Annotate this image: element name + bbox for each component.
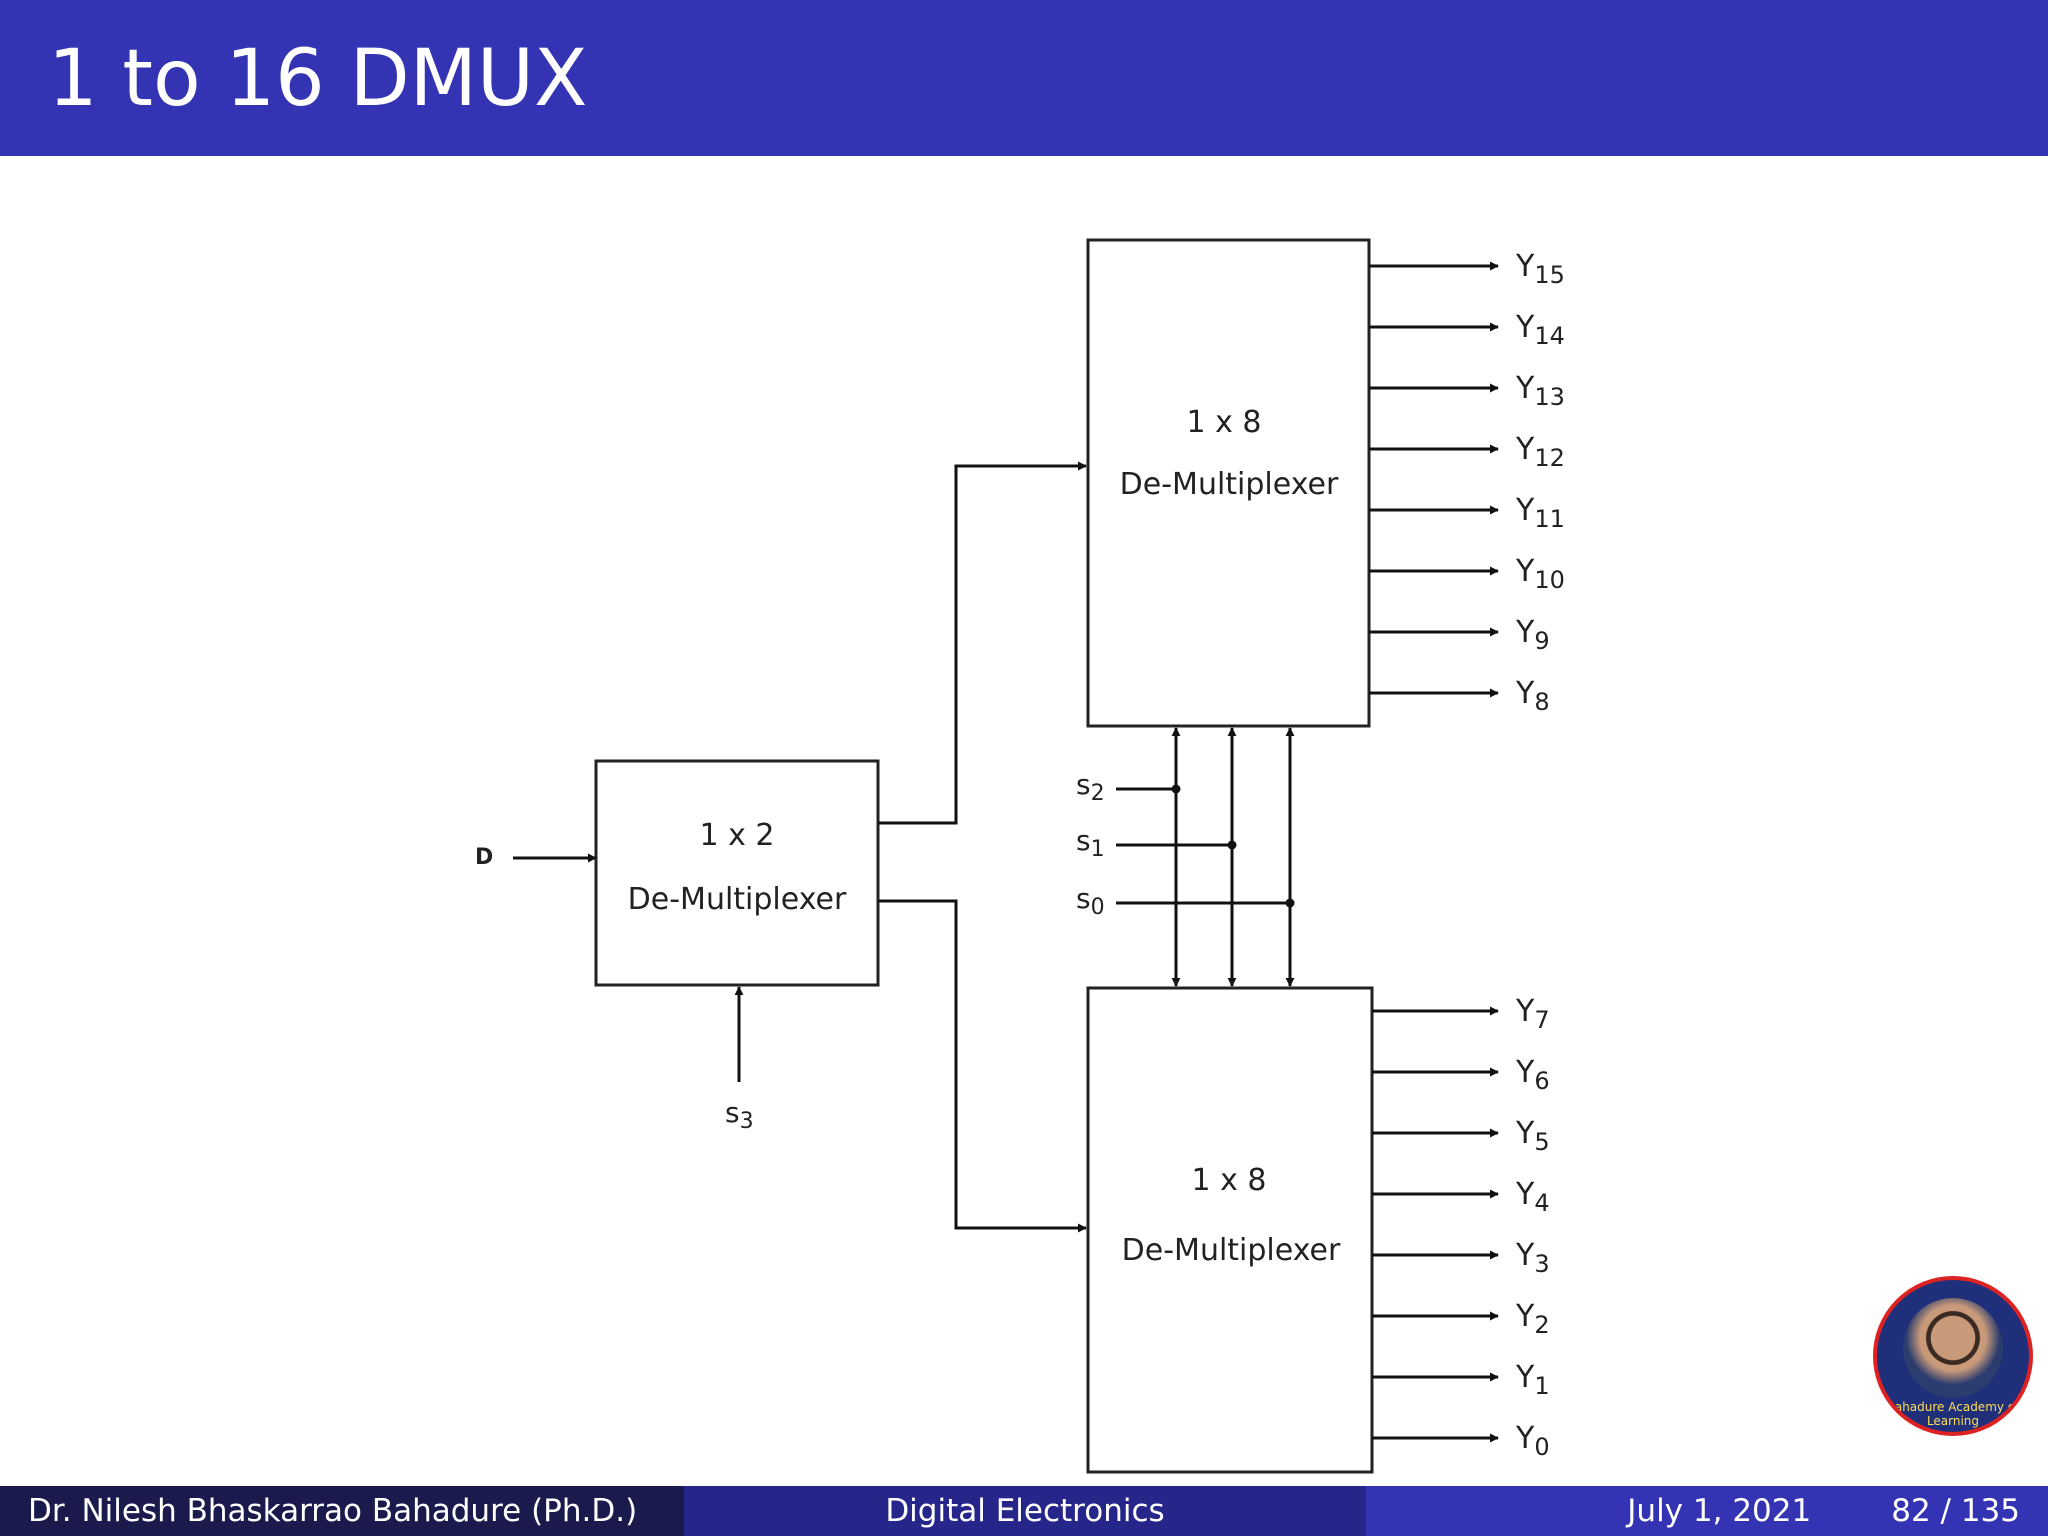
footer-right: July 1, 2021 82 / 135 (1366, 1486, 2048, 1536)
footer-date: July 1, 2021 (1627, 1493, 1812, 1529)
junction-s0 (1285, 898, 1295, 908)
output-label: Y4 (1515, 1177, 1550, 1217)
select-s0-label: s0 (1076, 882, 1105, 920)
output-label: Y2 (1515, 1299, 1550, 1339)
footer-bar: Dr. Nilesh Bhaskarrao Bahadure (Ph.D.) D… (0, 1486, 2048, 1536)
output-label: Y13 (1515, 371, 1565, 411)
junction-s1 (1227, 840, 1237, 850)
junction-s2 (1171, 784, 1181, 794)
select-s3-label: s3 (725, 1096, 754, 1134)
select-s1-label: s1 (1076, 824, 1105, 862)
input-d-label: D (475, 845, 493, 870)
select-s2-label: s2 (1076, 768, 1105, 806)
output-label: Y14 (1515, 310, 1565, 350)
output-label: Y9 (1515, 615, 1550, 655)
output-label: Y0 (1515, 1421, 1550, 1461)
output-label: Y10 (1515, 554, 1565, 594)
label-lower-line1: 1 x 8 (1192, 1163, 1267, 1198)
footer-page: 82 / 135 (1891, 1493, 2020, 1529)
wire-to-lower-demux (878, 899, 1087, 1233)
label-lower-line2: De-Multiplexer (1122, 1233, 1341, 1268)
presenter-photo (1903, 1298, 2003, 1398)
label-1x2-line2: De-Multiplexer (628, 882, 847, 917)
footer-author: Dr. Nilesh Bhaskarrao Bahadure (Ph.D.) (0, 1486, 684, 1536)
label-1x2-line1: 1 x 2 (700, 818, 775, 853)
output-label: Y7 (1515, 994, 1550, 1034)
slide-title: 1 to 16 DMUX (48, 34, 588, 124)
output-label: Y15 (1515, 249, 1565, 289)
output-label: Y5 (1515, 1116, 1550, 1156)
output-label: Y8 (1515, 676, 1550, 716)
academy-logo: Bahadure Academy of Learning (1873, 1276, 2033, 1436)
output-label: Y3 (1515, 1238, 1550, 1278)
footer-course: Digital Electronics (684, 1486, 1366, 1536)
output-label: Y12 (1515, 432, 1565, 472)
block-upper-1x8-demux (1086, 238, 1371, 728)
output-label: Y1 (1515, 1360, 1550, 1400)
output-label: Y6 (1515, 1055, 1550, 1095)
block-lower-1x8-demux (1086, 986, 1374, 1474)
label-upper-line1: 1 x 8 (1187, 405, 1262, 440)
wire-to-upper-demux (878, 461, 1087, 825)
block-1x2-demux (594, 759, 880, 987)
title-bar: 1 to 16 DMUX (0, 0, 2048, 156)
label-upper-line2: De-Multiplexer (1120, 467, 1339, 502)
logo-text: Bahadure Academy of Learning (1886, 1400, 2020, 1428)
output-label: Y11 (1515, 493, 1565, 533)
